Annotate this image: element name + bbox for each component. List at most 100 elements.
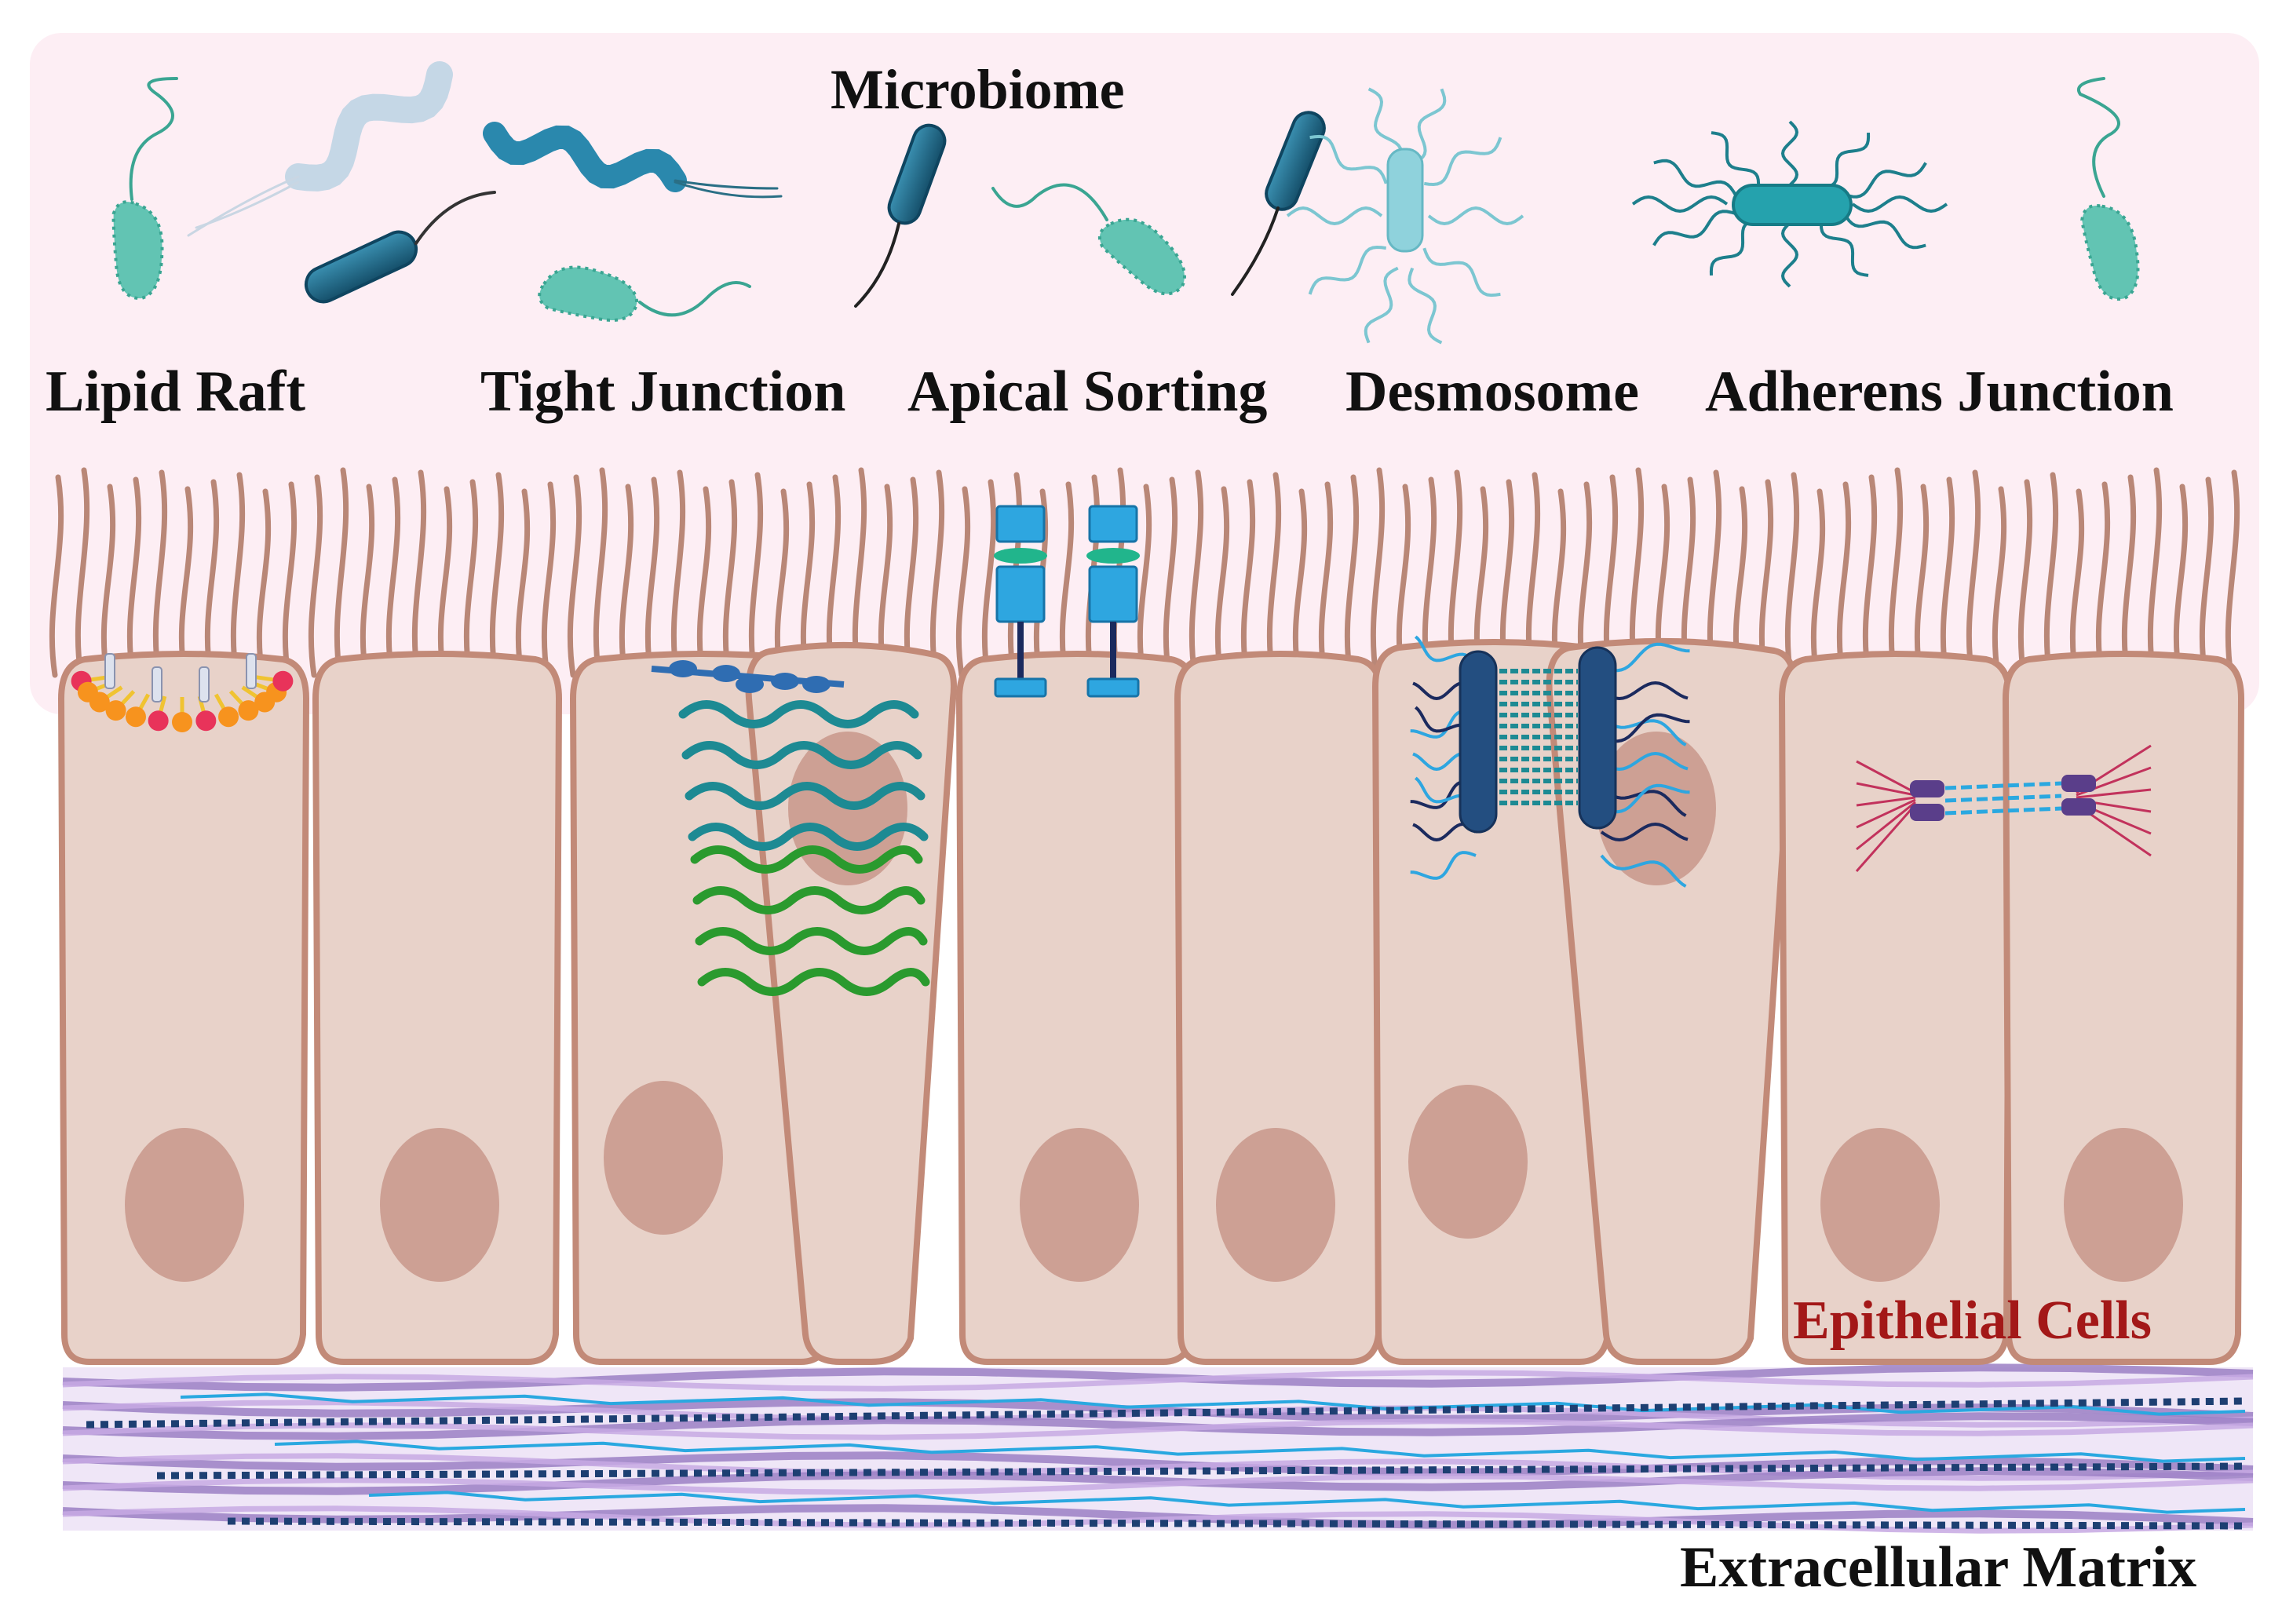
- flagellum: [195, 181, 300, 229]
- cell-nucleus: [604, 1081, 723, 1235]
- lipid-head: [172, 712, 192, 732]
- fibronectin-chain: [86, 1397, 2246, 1429]
- flagellum: [1231, 206, 1280, 296]
- collagen-fiber: [62, 1451, 2254, 1476]
- microvillus: [593, 467, 608, 678]
- junction-protein: [712, 665, 740, 682]
- cholesterol-molecule: [199, 666, 210, 703]
- apical-sorting-receptor: [994, 505, 1047, 698]
- receptor-linker: [1086, 548, 1140, 564]
- flagellum: [991, 183, 1108, 221]
- bacterium-body: [1097, 217, 1186, 296]
- microvillus: [955, 486, 971, 678]
- junction-protein: [669, 660, 697, 677]
- microvillus: [437, 486, 453, 678]
- microvillus: [696, 486, 712, 678]
- keratin-filament: [1410, 851, 1477, 880]
- receptor-domain: [1088, 505, 1138, 543]
- desmosome-structure: [1410, 635, 1690, 888]
- claudin-strand: [688, 823, 929, 851]
- microvillus: [2069, 488, 2085, 678]
- actin-filament: [1856, 782, 1916, 797]
- flagellum: [674, 181, 783, 199]
- flagellum: [1780, 120, 1799, 187]
- actin-filament: [1856, 798, 1916, 829]
- junction-protein: [802, 676, 831, 693]
- bacterium-teal: [111, 200, 164, 301]
- e-cadherin-link: [1944, 781, 2062, 790]
- fibronectin-chain: [156, 1462, 2246, 1480]
- collagen-fiber: [62, 1370, 2254, 1392]
- microvillus: [256, 488, 272, 678]
- keratin-filament: [1601, 783, 1690, 814]
- flagellum: [1286, 206, 1383, 226]
- collagen-fiber: [62, 1467, 2254, 1495]
- receptor-anchor: [1086, 677, 1140, 698]
- microvilli: [49, 467, 2240, 678]
- microvillus: [360, 484, 375, 678]
- bacterium-peritrichous: [1631, 120, 1948, 288]
- cell-nucleus: [1820, 1128, 1940, 1282]
- collagen-fiber: [62, 1418, 2254, 1440]
- bacterium-body: [1265, 111, 1326, 211]
- catenin-complex: [1910, 804, 1944, 821]
- lipid-head: [195, 710, 217, 732]
- lipid-raft-structure: [71, 653, 294, 732]
- bacterium-body: [2080, 204, 2140, 301]
- microvillus: [1318, 481, 1334, 678]
- microvillus: [748, 472, 764, 678]
- cell-nucleus: [1020, 1128, 1139, 1282]
- receptor-anchor: [994, 677, 1047, 698]
- microvillus: [1966, 469, 1981, 678]
- actin-filament: [1856, 760, 1916, 794]
- microvillus: [1266, 472, 1282, 678]
- keratin-filament: [1600, 822, 1689, 842]
- cholesterol-molecule: [104, 653, 115, 689]
- collagen-fiber: [62, 1400, 2254, 1428]
- microvillus: [385, 476, 401, 678]
- microvillus: [670, 469, 686, 678]
- claudin-strand: [681, 741, 922, 769]
- microvillus: [1784, 472, 1800, 678]
- collagen-fiber: [62, 1412, 2254, 1440]
- extracellular-matrix-fibers: [62, 1363, 2254, 1534]
- microvillus: [567, 474, 582, 678]
- microvillus: [1836, 481, 1852, 678]
- receptor-domain: [1088, 565, 1138, 623]
- adherens-junction-structure: [1855, 744, 2152, 872]
- flagellum: [1427, 206, 1524, 226]
- microvillus: [981, 479, 997, 678]
- microvillus: [1214, 486, 1230, 678]
- keratin-filament: [1600, 854, 1687, 888]
- flagellum: [1411, 88, 1447, 166]
- collagen-fiber: [62, 1473, 2254, 1495]
- bacterium-spiral: [483, 122, 687, 192]
- microvillus: [619, 484, 634, 678]
- occludin-strand: [692, 886, 926, 914]
- microvillus: [2173, 484, 2189, 678]
- microvillus: [100, 484, 116, 678]
- cholesterol-molecule: [152, 666, 162, 703]
- microvillus: [308, 474, 323, 678]
- desmosomal-plaque: [1578, 646, 1617, 830]
- microvillus: [722, 479, 738, 678]
- microvillus: [515, 488, 531, 678]
- flagellum: [638, 281, 751, 317]
- flagellum: [1711, 131, 1761, 188]
- occludin-strand: [697, 968, 930, 996]
- microvillus: [178, 486, 194, 678]
- bacterium-body: [111, 200, 164, 301]
- microbiome-bacteria: [111, 61, 2140, 345]
- tight-junction-structure: [651, 660, 930, 996]
- cell-nucleus: [1597, 732, 1716, 885]
- catenin-complex: [2061, 775, 2096, 792]
- bacterium-body: [1386, 148, 1424, 253]
- flagellum: [414, 191, 496, 245]
- occludin-strand: [690, 845, 923, 874]
- microvillus: [230, 472, 246, 678]
- collagen-fiber: [62, 1505, 2254, 1534]
- cell-nucleus: [2064, 1128, 2183, 1282]
- actin-filament: [1856, 796, 1916, 807]
- flagellum: [1820, 133, 1871, 190]
